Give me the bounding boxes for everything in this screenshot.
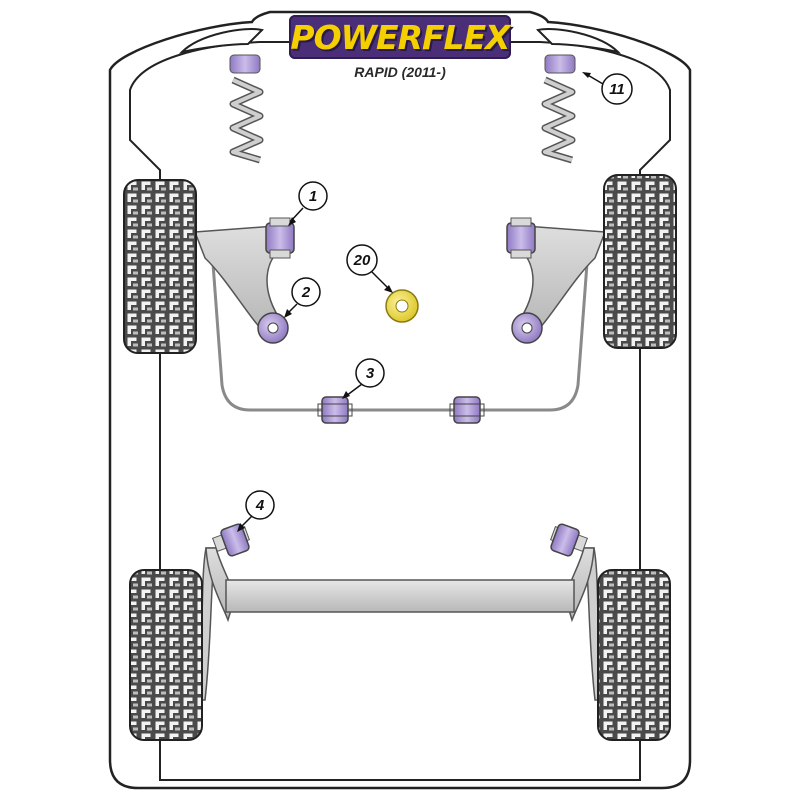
- powerflex-logo: POWERFLEX: [289, 15, 511, 59]
- bush-front-wishbone-front-left: [265, 217, 295, 259]
- right-spring: [541, 54, 576, 164]
- bush-front-wishbone-rear-right: [511, 312, 543, 344]
- callout-2: 2: [284, 277, 321, 318]
- callout-1-label: 1: [309, 188, 317, 205]
- front-right-wheel: [603, 174, 677, 349]
- bush-rear-beam-left: [211, 523, 251, 557]
- front-left-wheel: [123, 179, 197, 354]
- callout-20-label: 20: [353, 252, 371, 269]
- callout-2-label: 2: [301, 284, 311, 301]
- bush-front-wishbone-front-right: [506, 217, 536, 259]
- bush-gearbox-mount: [385, 289, 419, 323]
- callout-4-label: 4: [255, 497, 265, 514]
- callout-4: 4: [237, 490, 275, 532]
- brand-text: POWERFLEX: [290, 17, 510, 57]
- rear-left-wheel: [129, 569, 203, 741]
- bush-anti-roll-bar-left: [317, 396, 353, 424]
- callout-11: 11: [582, 72, 633, 105]
- callout-20: 20: [346, 244, 393, 293]
- bush-anti-roll-bar-right: [449, 396, 485, 424]
- left-spring: [229, 54, 264, 164]
- bush-rear-beam-right: [549, 523, 589, 557]
- callout-3-label: 3: [366, 365, 375, 382]
- front-anti-roll-bar: [210, 249, 590, 412]
- callout-11-label: 11: [609, 81, 625, 98]
- rear-right-wheel: [597, 569, 671, 741]
- bush-front-wishbone-rear-left: [257, 312, 289, 344]
- callout-3: 3: [342, 358, 385, 399]
- callout-1: 1: [288, 181, 328, 226]
- model-label: RAPID (2011-): [354, 64, 446, 80]
